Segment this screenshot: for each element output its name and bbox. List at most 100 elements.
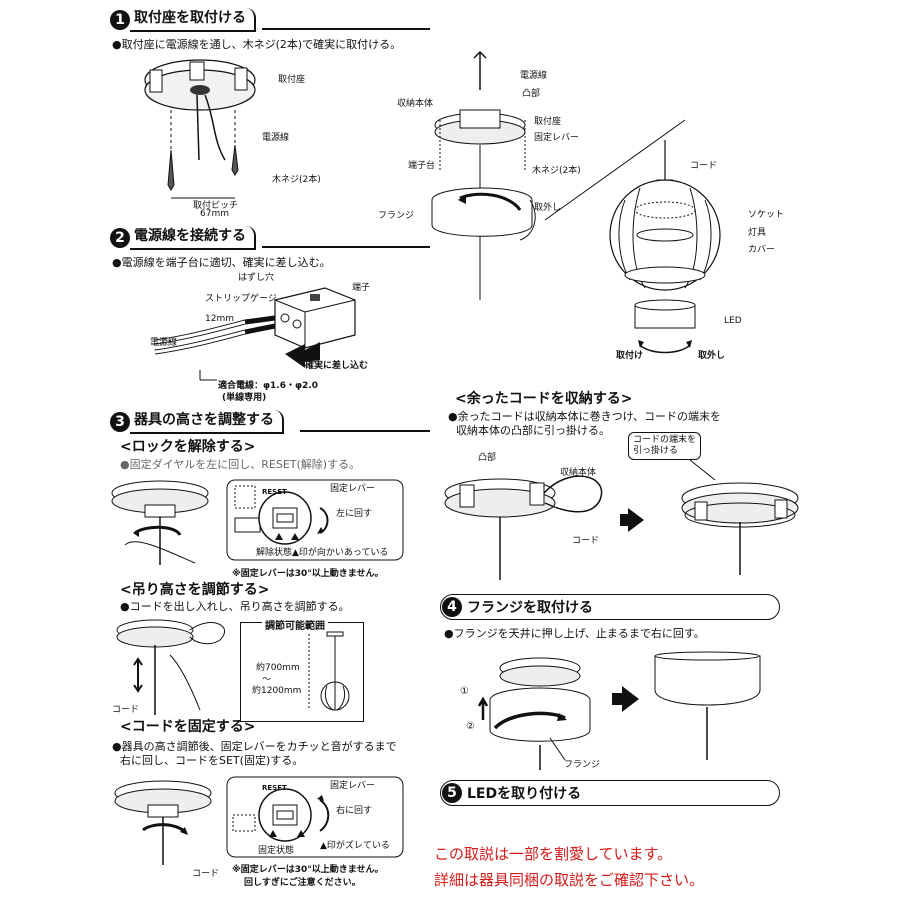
step1-label-base: 取付座: [278, 75, 306, 85]
step1-label-pitch-value: 67mm: [200, 209, 229, 219]
store-label-bump: 凸部: [478, 453, 497, 463]
step1-bullet: ●取付座に電源線を通し、木ネジ(2本)で確実に取付ける。: [112, 38, 402, 51]
step1-label-screw: 木ネジ(2本): [272, 175, 321, 185]
fix-dial-detail: [226, 776, 404, 858]
step2-title: 電源線を接続する: [130, 226, 256, 250]
step4-arrow-icon-tail: [612, 693, 624, 705]
pendant-lamp-illustration: [609, 140, 721, 354]
step2-label-strip-length: 12mm: [205, 314, 234, 324]
step3-title: 器具の高さを調整する: [130, 410, 284, 434]
height-range-tilde: ～: [262, 675, 272, 685]
step5-number: 5: [442, 783, 462, 803]
height-label-cord: コード: [112, 705, 140, 715]
unlock-bullet: ●固定ダイヤルを左に回し、RESET(解除)する。: [120, 458, 361, 471]
step4-heading: 4 フランジを取付ける: [442, 596, 593, 618]
overview-label-wire: 電源線: [520, 71, 548, 81]
step4-label-two: ②: [466, 721, 475, 732]
fix-label-state: 固定状態: [258, 846, 295, 856]
store-bullet-line1: ●余ったコードは収納本体に巻きつけ、コードの端末を: [448, 410, 722, 423]
unlock-dial-detail: [226, 479, 404, 561]
step4-label-flange: フランジ: [564, 760, 601, 770]
overview-label-bump: 凸部: [522, 89, 541, 99]
height-range-title: 調節可能範囲: [262, 617, 328, 632]
unlock-dial-text: RESET: [262, 488, 287, 496]
store-callout-line2: 引っ掛ける: [633, 446, 679, 456]
unlock-label-state: 解除状態: [256, 548, 293, 558]
step1-label-wire: 電源線: [262, 133, 290, 143]
step1-heading: 1 取付座を取付ける: [110, 8, 256, 32]
fix-bullet-line1: ●器具の高さ調節後、固定レバーをカチッと音がするまで: [112, 740, 397, 753]
step2-terminal-illustration: [154, 287, 356, 381]
step5-heading-frame: [440, 780, 780, 806]
step1-label-pitch: 取付ピッチ: [193, 201, 239, 211]
overview-label-flange: フランジ: [378, 211, 415, 221]
step2-label-strip-gauge: ストリップゲージ: [205, 294, 277, 304]
store-callout-line1: コードの端末を: [633, 435, 697, 445]
step5-heading: 5 LEDを取り付ける: [442, 782, 581, 804]
lamp-label-detach: 取外し: [698, 351, 726, 361]
store-label-body: 収納本体: [560, 468, 597, 478]
fix-bullet-line2: 右に回し、コードをSET(固定)する。: [120, 754, 304, 767]
store-arrow-icon: [628, 508, 644, 532]
height-heading: <吊り高さを調節する>: [120, 582, 270, 598]
step1-title: 取付座を取付ける: [130, 8, 256, 32]
unlock-label-arrows: ▲印が向かいあっている: [292, 548, 389, 558]
store-hooked-illustration: [681, 459, 799, 575]
overview-label-lever: 固定レバー: [534, 133, 580, 143]
lamp-label-attach: 取付け: [616, 351, 644, 361]
store-arrow-icon-tail: [620, 514, 630, 526]
overview-label-base: 取付座: [534, 117, 562, 127]
step3-rule: [300, 430, 430, 432]
notice-line2: 詳細は器具同梱の取説をご確認下さい。: [434, 871, 705, 889]
step4-arrow-icon: [622, 686, 639, 712]
fix-label-lever: 固定レバー: [330, 781, 376, 791]
store-callout: コードの端末を 引っ掛ける: [628, 432, 702, 460]
step1-rule: [262, 28, 430, 30]
fix-label-arrows: ▲印がズレている: [320, 841, 390, 851]
overview-label-remove: 取外し: [534, 203, 562, 213]
fix-warning-line1: ※固定レバーは30°以上動きません。: [232, 865, 384, 875]
height-range-max: 約1200mm: [252, 686, 302, 696]
lamp-label-led: LED: [724, 316, 742, 326]
step2-label-wire: 電源線: [150, 338, 178, 348]
lamp-label-cover: カバー: [748, 245, 776, 255]
store-heading: <余ったコードを収納する>: [455, 391, 633, 407]
unlock-label-turn-left: 左に回す: [336, 509, 373, 519]
step2-label-release-hole: はずし穴: [238, 273, 275, 283]
lamp-label-lamp: 灯具: [748, 228, 767, 238]
step2-rule: [262, 246, 430, 248]
step4-bullet: ●フランジを天井に押し上げ、止まるまで右に回す。: [444, 627, 705, 640]
fix-heading: <コードを固定する>: [120, 719, 256, 735]
overview-label-terminal: 端子台: [408, 161, 436, 171]
unlock-label-lever: 固定レバー: [330, 484, 376, 494]
step2-number: 2: [110, 228, 130, 248]
fix-label-cord: コード: [192, 869, 220, 879]
store-label-cord: コード: [572, 536, 600, 546]
fix-dial-text: RESET: [262, 784, 287, 792]
step2-label-compatible-wire: 適合電線：φ1.6・φ2.0: [218, 381, 318, 391]
height-bullet: ●コードを出し入れし、吊り高さを調節する。: [120, 600, 350, 613]
notice-line1: この取説は一部を割愛しています。: [434, 845, 673, 863]
step2-label-insert: 確実に差し込む: [305, 361, 369, 371]
step2-label-terminal: 端子: [352, 283, 371, 293]
step2-heading: 2 電源線を接続する: [110, 226, 256, 250]
fix-base-illustration: [114, 780, 212, 865]
step5-title: LEDを取り付ける: [467, 786, 582, 802]
step3-heading: 3 器具の高さを調整する: [110, 410, 284, 434]
height-base-illustration: [116, 619, 226, 715]
overview-exploded-illustration: [431, 50, 536, 300]
step4-label-one: ①: [460, 686, 469, 697]
step4-mounted-illustration: [654, 651, 761, 760]
fix-warning-line2: 回しすぎにご注意ください。: [244, 878, 361, 888]
height-pendant-illustration: [308, 631, 350, 711]
step3-number: 3: [110, 412, 130, 432]
step4-title: フランジを取付ける: [467, 600, 593, 616]
step1-base-illustration: [144, 59, 256, 199]
overview-label-body: 収納本体: [397, 99, 434, 109]
step2-label-single-wire: (単線専用): [222, 393, 267, 403]
unlock-heading: <ロックを解除する>: [120, 439, 256, 455]
lamp-label-cord: コード: [690, 161, 718, 171]
step4-heading-frame: [440, 594, 780, 620]
overview-ceiling-line: [544, 119, 686, 221]
unlock-base-illustration: [111, 480, 209, 565]
